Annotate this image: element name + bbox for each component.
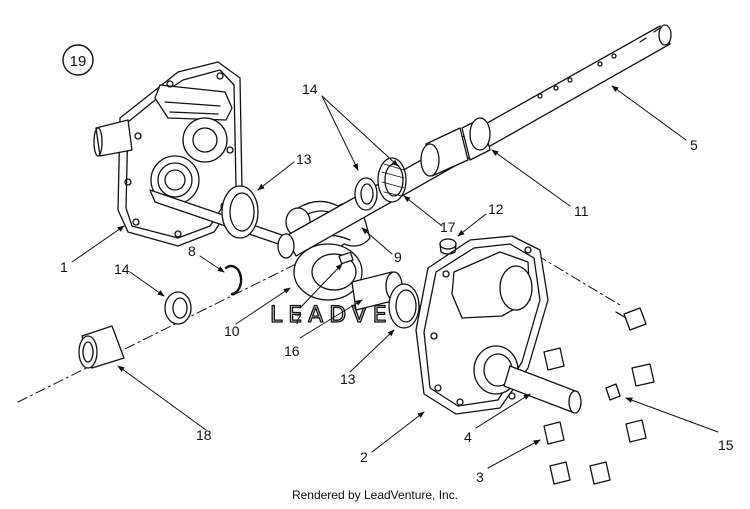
callout-17: 17 [440, 219, 456, 235]
callout-16: 16 [284, 343, 300, 359]
callout-18: 18 [196, 427, 212, 443]
callout-9: 9 [394, 249, 402, 265]
grease-fitting [605, 383, 621, 401]
callout-3: 3 [476, 469, 484, 485]
thrust-washer-upper [221, 185, 259, 239]
callout-8: 8 [188, 243, 196, 259]
callout-5: 5 [690, 137, 698, 153]
callout-7: 7 [294, 311, 302, 327]
section-badge: 19 [62, 44, 94, 76]
shaft-bushing [420, 117, 491, 177]
callout-12: 12 [488, 201, 504, 217]
footer-credit: Rendered by LeadVenture, Inc. [291, 488, 459, 502]
section-number: 19 [70, 53, 87, 70]
washer-lower [164, 291, 192, 325]
callout-14-upper: 14 [302, 81, 318, 97]
callout-13-lower: 13 [340, 371, 356, 387]
bushing [78, 325, 125, 369]
output-shaft [503, 365, 582, 414]
callout-15: 15 [718, 437, 734, 453]
callout-11: 11 [574, 203, 589, 219]
callout-1: 1 [60, 259, 68, 275]
bolts [543, 307, 655, 485]
callout-4: 4 [464, 429, 472, 445]
snap-ring [224, 264, 243, 296]
vent-plug [439, 238, 457, 255]
callouts: 1 2 3 4 5 7 8 9 10 11 12 13 13 14 14 15 … [60, 81, 734, 485]
callout-2: 2 [360, 449, 368, 465]
axis-line [17, 244, 621, 403]
spur-gear [293, 243, 363, 301]
thrust-washer-lower [388, 283, 420, 329]
callout-10: 10 [224, 323, 240, 339]
left-housing [93, 61, 291, 249]
callout-13-upper: 13 [296, 151, 312, 167]
callout-14-lower: 14 [114, 261, 130, 277]
leader-lines [71, 85, 719, 469]
